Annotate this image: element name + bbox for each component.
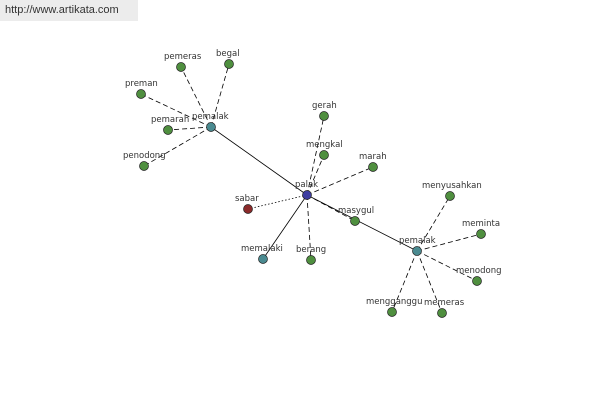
node-memalaki[interactable] — [258, 254, 268, 264]
edge-palak-masygul — [306, 194, 356, 222]
source-url: http://www.artikata.com — [0, 0, 138, 21]
edge-palak-pemalak1 — [210, 126, 308, 196]
node-label-mengganggu: mengganggu — [366, 297, 422, 307]
edge-palak-mengkal — [306, 154, 325, 196]
node-gerah[interactable] — [319, 111, 329, 121]
node-label-gerah: gerah — [312, 101, 337, 111]
node-label-palak: palak — [295, 180, 318, 190]
edge-pemalak1-begal — [210, 63, 230, 128]
edge-palak-marah — [306, 166, 374, 196]
edge-palak-gerah — [306, 115, 325, 196]
node-label-penodong1: penodong — [123, 151, 166, 161]
node-sabar[interactable] — [243, 204, 253, 214]
edge-pemalak1-pemeras — [180, 66, 212, 128]
edge-pemalak1-penodong1 — [143, 126, 212, 167]
node-pemalak1[interactable] — [206, 122, 216, 132]
edge-pemalak2-memeras — [416, 250, 443, 314]
node-label-meminta: meminta — [462, 219, 500, 229]
node-label-mengkal: mengkal — [306, 140, 343, 150]
node-palak[interactable] — [302, 190, 312, 200]
edge-pemalak1-pemarah — [167, 126, 212, 131]
labels-layer: palak pemalak pemalak memalaki sabar pemeras b… — [123, 49, 501, 308]
edge-palak-pemalak2 — [306, 194, 418, 252]
edge-pemalak2-mengganggu — [391, 250, 418, 313]
node-berang[interactable] — [306, 255, 316, 265]
node-marah[interactable] — [368, 162, 378, 172]
node-label-pemeras: pemeras — [164, 52, 202, 62]
edge-pemalak2-menodong — [416, 250, 478, 282]
node-masygul[interactable] — [350, 216, 360, 226]
node-pemarah[interactable] — [163, 125, 173, 135]
node-label-pemalak1: pemalak — [192, 112, 229, 122]
node-label-sabar: sabar — [235, 194, 259, 204]
node-mengganggu[interactable] — [387, 307, 397, 317]
node-label-menyusahkan: menyusahkan — [422, 181, 482, 191]
node-label-marah: marah — [359, 152, 387, 162]
node-label-masygul: masygul — [338, 206, 374, 216]
edges-layer — [140, 63, 482, 314]
node-penodong1[interactable] — [139, 161, 149, 171]
node-memeras[interactable] — [437, 308, 447, 318]
node-label-begal: begal — [216, 49, 240, 59]
edge-palak-memalaki — [262, 194, 308, 260]
edge-pemalak2-menyusahkan — [416, 195, 451, 252]
node-preman[interactable] — [136, 89, 146, 99]
node-label-menodong: menodong — [456, 266, 501, 276]
node-begal[interactable] — [224, 59, 234, 69]
edge-pemalak1-preman — [140, 93, 212, 128]
node-label-pemalak2: pemalak — [399, 236, 436, 246]
node-label-pemarah: pemarah — [151, 115, 189, 125]
node-meminta[interactable] — [476, 229, 486, 239]
node-menodong[interactable] — [472, 276, 482, 286]
edge-pemalak2-meminta — [416, 233, 482, 252]
node-pemalak2[interactable] — [412, 246, 422, 256]
node-pemeras[interactable] — [176, 62, 186, 72]
node-label-memeras: memeras — [424, 298, 465, 308]
node-menyusahkan[interactable] — [445, 191, 455, 201]
node-label-berang: berang — [296, 245, 326, 255]
node-mengkal[interactable] — [319, 150, 329, 160]
node-label-memalaki: memalaki — [241, 244, 283, 254]
nodes-layer — [136, 59, 486, 318]
node-label-preman: preman — [125, 79, 158, 89]
edge-palak-berang — [306, 194, 312, 261]
